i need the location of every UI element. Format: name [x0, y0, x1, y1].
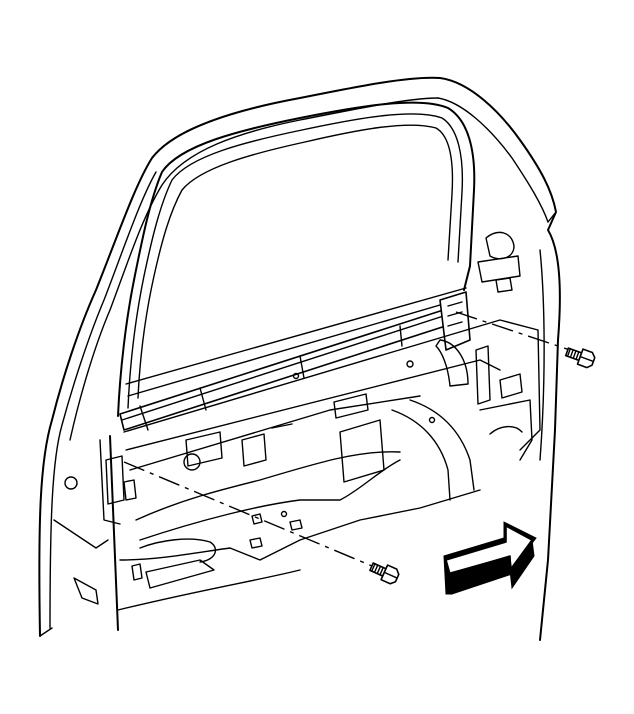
direction-arrow [443, 521, 537, 595]
front-bolt [123, 461, 400, 585]
rear-bolt [455, 311, 596, 369]
window-frame [117, 101, 476, 417]
inner-door-panel [99, 231, 541, 631]
window-glass-run-channel [119, 291, 471, 431]
door-shell [38, 76, 561, 641]
